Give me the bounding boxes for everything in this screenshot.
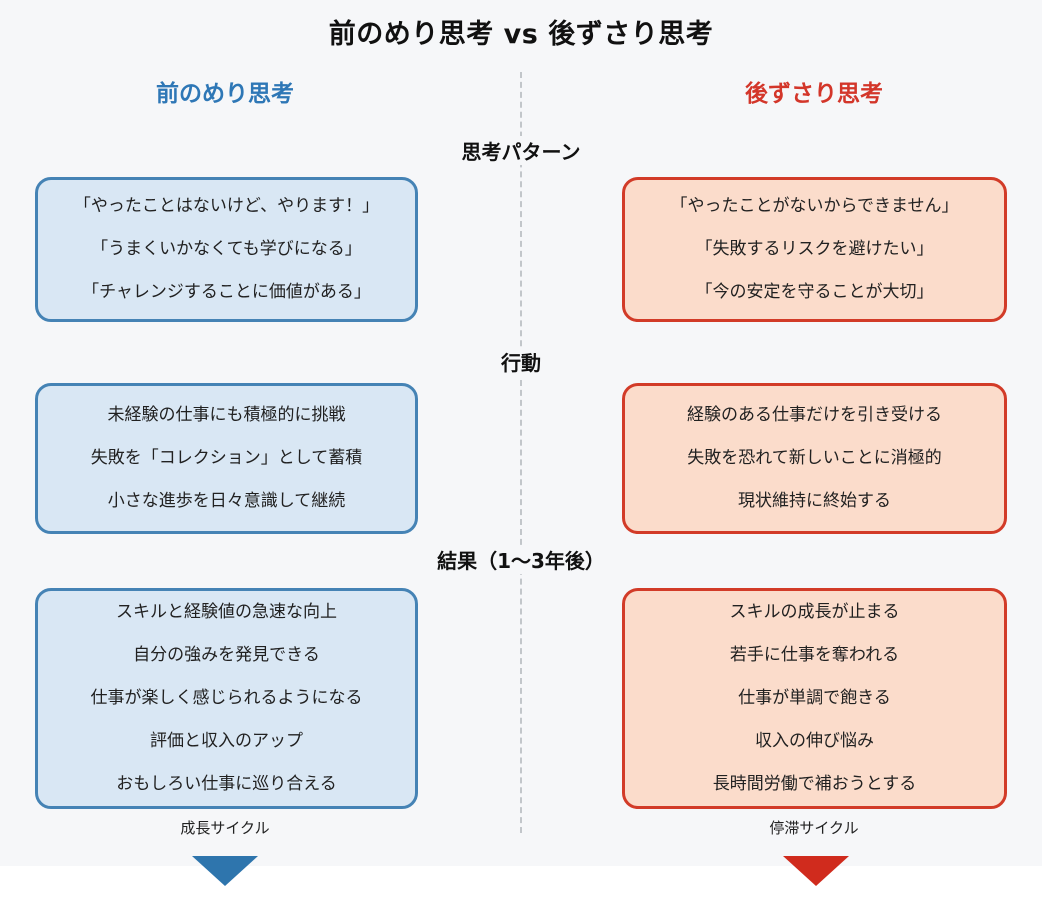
section-label-thinking-pattern: 思考パターン bbox=[451, 136, 591, 165]
box-line: スキルと経験値の急速な向上 bbox=[116, 602, 337, 622]
box-line: 未経験の仕事にも積極的に挑戦 bbox=[107, 405, 346, 425]
box-line: 自分の強みを発見できる bbox=[133, 645, 320, 665]
red-down-arrow-icon bbox=[783, 856, 849, 886]
box-line: 「やったことはないけど、やります！」 bbox=[73, 196, 380, 216]
thinking-pattern-right-box: 「やったことがないからできません」 「失敗するリスクを避けたい」 「今の安定を守… bbox=[622, 177, 1007, 322]
box-line: おもしろい仕事に巡り合える bbox=[116, 774, 337, 794]
box-line: 経験のある仕事だけを引き受ける bbox=[687, 405, 942, 425]
box-line: 失敗を「コレクション」として蓄積 bbox=[90, 448, 363, 468]
stagnation-cycle-caption: 停滞サイクル bbox=[769, 819, 859, 837]
thinking-pattern-left-box: 「やったことはないけど、やります！」 「うまくいかなくても学びになる」 「チャレ… bbox=[35, 177, 418, 322]
result-right-box: スキルの成長が止まる 若手に仕事を奪われる 仕事が単調で飽きる 収入の伸び悩み … bbox=[622, 588, 1007, 809]
box-line: 「今の安定を守ることが大切」 bbox=[695, 282, 934, 302]
box-line: 「うまくいかなくても学びになる」 bbox=[91, 239, 362, 259]
box-line: 若手に仕事を奪われる bbox=[729, 645, 900, 665]
box-line: 小さな進歩を日々意識して継続 bbox=[107, 491, 346, 511]
blue-down-arrow-icon bbox=[192, 856, 258, 886]
right-column-header: 後ずさり思考 bbox=[745, 81, 883, 107]
box-line: 「失敗するリスクを避けたい」 bbox=[695, 239, 934, 259]
left-column-header: 前のめり思考 bbox=[156, 81, 294, 107]
box-line: 「チャレンジすることに価値がある」 bbox=[82, 282, 371, 302]
box-line: スキルの成長が止まる bbox=[729, 602, 900, 622]
action-right-box: 経験のある仕事だけを引き受ける 失敗を恐れて新しいことに消極的 現状維持に終始す… bbox=[622, 383, 1007, 534]
growth-cycle-caption: 成長サイクル bbox=[180, 819, 270, 837]
section-label-result: 結果（1〜3年後） bbox=[427, 545, 615, 574]
action-left-box: 未経験の仕事にも積極的に挑戦 失敗を「コレクション」として蓄積 小さな進歩を日々… bbox=[35, 383, 418, 534]
box-line: 失敗を恐れて新しいことに消極的 bbox=[687, 448, 942, 468]
box-line: 仕事が単調で飽きる bbox=[738, 688, 891, 708]
box-line: 収入の伸び悩み bbox=[755, 731, 874, 751]
box-line: 現状維持に終始する bbox=[738, 491, 891, 511]
box-line: 「やったことがないからできません」 bbox=[670, 196, 959, 216]
box-line: 長時間労働で補おうとする bbox=[712, 774, 917, 794]
box-line: 評価と収入のアップ bbox=[150, 731, 303, 751]
center-dashed-divider bbox=[520, 72, 522, 833]
page-title: 前のめり思考 vs 後ずさり思考 bbox=[328, 19, 714, 50]
result-left-box: スキルと経験値の急速な向上 自分の強みを発見できる 仕事が楽しく感じられるように… bbox=[35, 588, 418, 809]
section-label-action: 行動 bbox=[491, 347, 551, 376]
box-line: 仕事が楽しく感じられるようになる bbox=[90, 688, 363, 708]
